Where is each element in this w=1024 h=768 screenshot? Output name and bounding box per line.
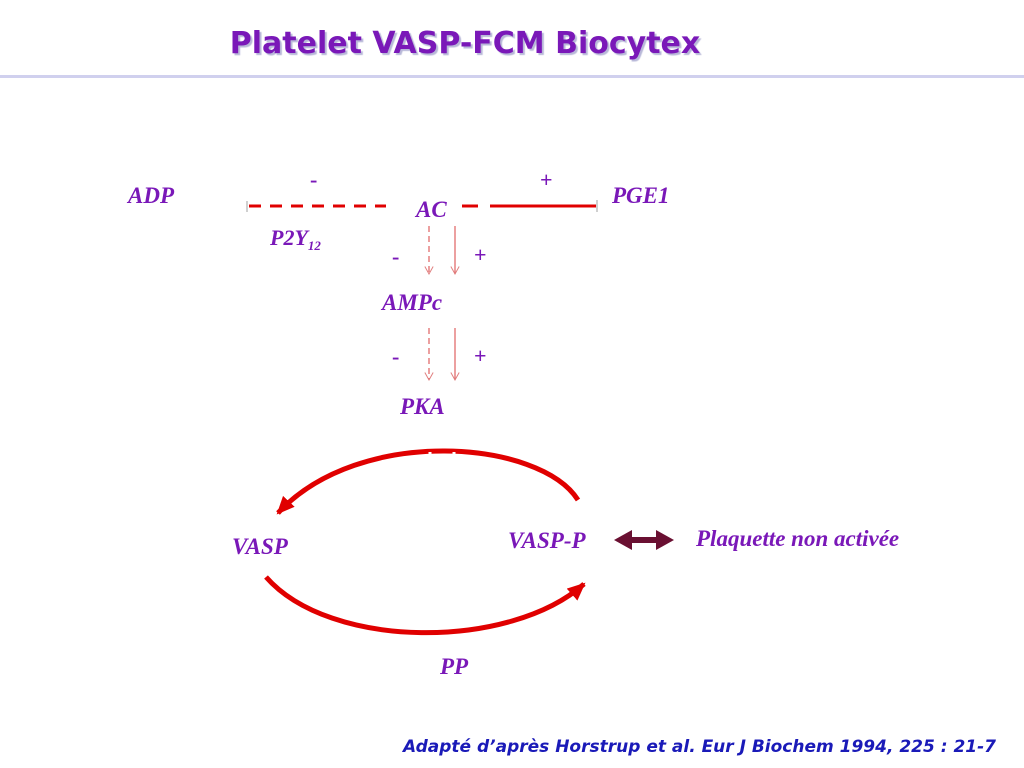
non-activated-platelet-label: Plaquette non activée <box>695 526 899 551</box>
ampc-pka-plus-sign: + <box>474 343 487 368</box>
pka-label: PKA <box>399 394 445 419</box>
ac-ampc-minus-sign: - <box>392 244 399 269</box>
slide-title: Platelet VASP-FCM Biocytex <box>229 26 701 61</box>
p2y12-subscript: 12 <box>308 238 322 253</box>
pge1-plus-sign: + <box>540 167 553 192</box>
ampc-label: AMPc <box>380 290 442 315</box>
title-divider <box>0 75 1024 78</box>
p2y12-label: P2Y12 <box>269 225 321 253</box>
adp-minus-sign: - <box>310 167 317 192</box>
p2y12-base: P2Y <box>269 225 310 250</box>
ac-label: AC <box>414 197 447 222</box>
double-arrow <box>614 530 674 550</box>
adp-label: ADP <box>126 183 175 208</box>
vasp-label: VASP <box>232 534 289 559</box>
pp-label: PP <box>439 654 469 679</box>
bottom-cycle-arrow <box>264 575 586 636</box>
ac-ampc-plus-sign: + <box>474 242 487 267</box>
vasp-p-label: VASP-P <box>508 528 586 553</box>
top-cycle-arrow <box>276 448 581 515</box>
ampc-pka-minus-sign: - <box>392 344 399 369</box>
pge1-label: PGE1 <box>611 183 670 208</box>
citation: Adapté d’après Horstrup et al. Eur J Bio… <box>402 737 996 757</box>
